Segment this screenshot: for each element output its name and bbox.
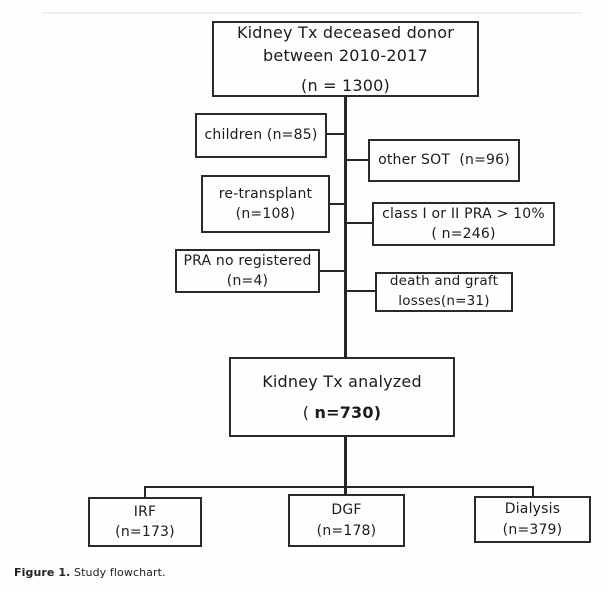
figure-caption-number: Figure 1. (14, 566, 71, 579)
flow-box-irf: IRF (n=173) (88, 497, 202, 547)
source-count: (n = 1300) (301, 76, 390, 96)
branch-horizontal (144, 486, 534, 488)
flow-box-class-pra: class I or II PRA > 10% ( n=246) (372, 202, 555, 246)
dialysis-label: Dialysis (504, 501, 561, 518)
flow-box-retransplant: re-transplant (n=108) (201, 175, 330, 233)
dgf-label: DGF (331, 502, 362, 519)
branch-drop-irf (144, 486, 146, 498)
flow-box-source: Kidney Tx deceased donor between 2010-20… (212, 21, 479, 97)
flow-box-dialysis: Dialysis (n=379) (474, 496, 591, 543)
pra-not-registered-count: (n=4) (226, 273, 269, 289)
figure-caption-text: Study flowchart. (70, 566, 166, 579)
analyzed-count-bold: n=730) (314, 402, 382, 422)
flow-box-death-graft: death and graft losses(n=31) (375, 272, 513, 312)
connector-death-graft (346, 290, 376, 292)
connector-other-sot (346, 159, 369, 161)
analyzed-label: Kidney Tx analyzed (262, 372, 422, 392)
class-pra-label: class I or II PRA > 10% (382, 205, 545, 222)
death-graft-count: losses(n=31) (398, 293, 490, 309)
flow-box-dgf: DGF (n=178) (288, 494, 405, 547)
connector-children (326, 133, 345, 135)
connector-analyzed-to-branch (344, 437, 347, 487)
retransplant-label: re-transplant (218, 185, 313, 202)
children-label: children (n=85) (204, 127, 318, 144)
connector-pra-not-registered (319, 270, 345, 272)
analyzed-count-paren: ( (302, 402, 315, 422)
branch-drop-dialysis (532, 486, 534, 497)
pra-not-registered-label: PRA no registered (183, 252, 312, 269)
analyzed-count: ( n=730) (303, 401, 381, 424)
class-pra-count: ( n=246) (431, 226, 496, 242)
figure-caption: Figure 1. Study flowchart. (14, 566, 166, 579)
dialysis-count: (n=379) (502, 521, 563, 538)
figure-top-edge (42, 12, 582, 14)
death-graft-label: death and graft (389, 273, 499, 290)
branch-drop-dgf (344, 486, 347, 498)
other-sot-label: other SOT (n=96) (378, 152, 510, 169)
source-line1: Kidney Tx deceased donor (236, 22, 455, 42)
flow-box-pra-not-registered: PRA no registered (n=4) (175, 249, 320, 293)
connector-source-to-analyzed (344, 96, 347, 358)
flow-box-other-sot: other SOT (n=96) (368, 139, 520, 182)
flow-box-analyzed: Kidney Tx analyzed ( n=730) (229, 357, 455, 437)
irf-count: (n=173) (115, 524, 175, 540)
dgf-count: (n=178) (316, 522, 377, 539)
connector-retransplant (329, 203, 345, 205)
retransplant-count: (n=108) (235, 206, 296, 222)
flow-box-children: children (n=85) (195, 113, 327, 158)
source-line2: between 2010-2017 (263, 45, 428, 65)
irf-label: IRF (133, 503, 157, 520)
connector-class-pra (346, 222, 373, 224)
